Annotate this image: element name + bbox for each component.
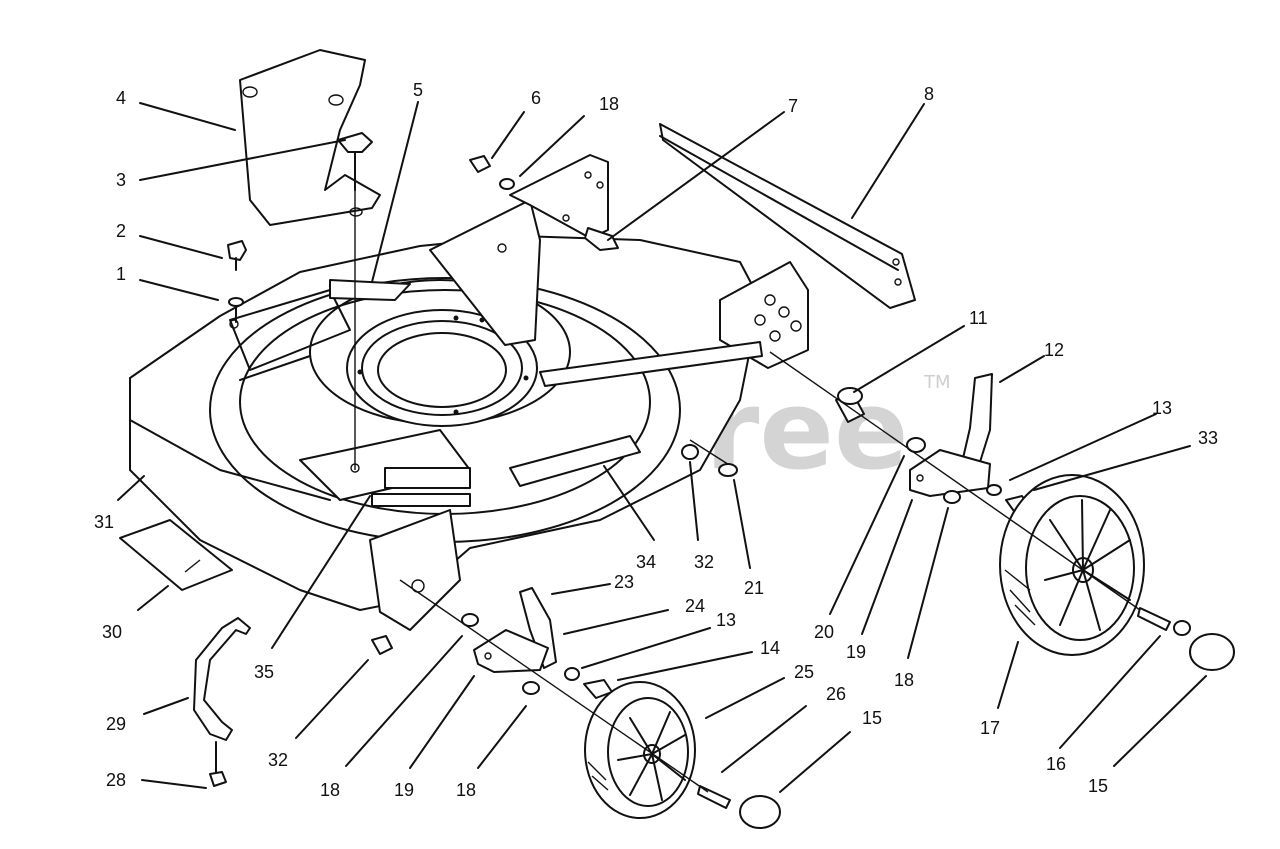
callout-labels: 4 3 2 1 5 6 18 7 8 11 12 13 33 31 30 35 … [94, 80, 1218, 800]
callout-5: 5 [413, 80, 423, 100]
callout-19-front: 19 [394, 780, 414, 800]
callout-16: 16 [1046, 754, 1066, 774]
callout-7: 7 [788, 96, 798, 116]
part-handle-nut [469, 155, 515, 190]
callout-11: 11 [969, 308, 988, 328]
callout-12: 12 [1044, 340, 1064, 360]
callout-30: 30 [102, 622, 122, 642]
callout-13-front: 13 [716, 610, 736, 630]
callout-23: 23 [614, 572, 634, 592]
callout-4: 4 [116, 88, 126, 108]
callout-29: 29 [106, 714, 126, 734]
part-rear-baffle [659, 123, 916, 309]
part-screw [209, 741, 227, 787]
part-knob [337, 132, 373, 191]
callout-28: 28 [106, 770, 126, 790]
callout-26: 26 [826, 684, 846, 704]
callout-31: 31 [94, 512, 114, 532]
mower-deck [129, 154, 809, 631]
callout-13-rear: 13 [1152, 398, 1172, 418]
callout-18-front-b: 18 [456, 780, 476, 800]
callout-6: 6 [531, 88, 541, 108]
rear-wheel-assembly [835, 373, 1235, 671]
front-wheel-assembly [371, 587, 781, 829]
callout-15-front: 15 [862, 708, 882, 728]
callout-35: 35 [254, 662, 274, 682]
callout-24: 24 [685, 596, 705, 616]
callout-18-top: 18 [599, 94, 619, 114]
callout-15-rear: 15 [1088, 776, 1108, 796]
part-bolt-washer [227, 240, 247, 329]
callout-21: 21 [744, 578, 764, 598]
callout-18-rear: 18 [894, 670, 914, 690]
callout-32-rear: 32 [694, 552, 714, 572]
callout-19-rear: 19 [846, 642, 866, 662]
part-pivot-bolt [562, 214, 619, 251]
callout-18-front-a: 18 [320, 780, 340, 800]
callout-8: 8 [924, 84, 934, 104]
callout-14: 14 [760, 638, 780, 658]
part-label-plate [119, 519, 233, 591]
watermark-trademark: TM [923, 372, 951, 393]
leader-lines [117, 101, 1207, 793]
callout-34: 34 [636, 552, 656, 572]
callout-33: 33 [1198, 428, 1218, 448]
callout-32-front: 32 [268, 750, 288, 770]
callout-2: 2 [116, 221, 126, 241]
part-discharge-deflector [239, 49, 381, 226]
callout-1: 1 [116, 264, 126, 284]
callout-17: 17 [980, 718, 1000, 738]
callout-3: 3 [116, 170, 126, 190]
callout-25: 25 [794, 662, 814, 682]
callout-20: 20 [814, 622, 834, 642]
part-mulch-clip [193, 617, 251, 741]
